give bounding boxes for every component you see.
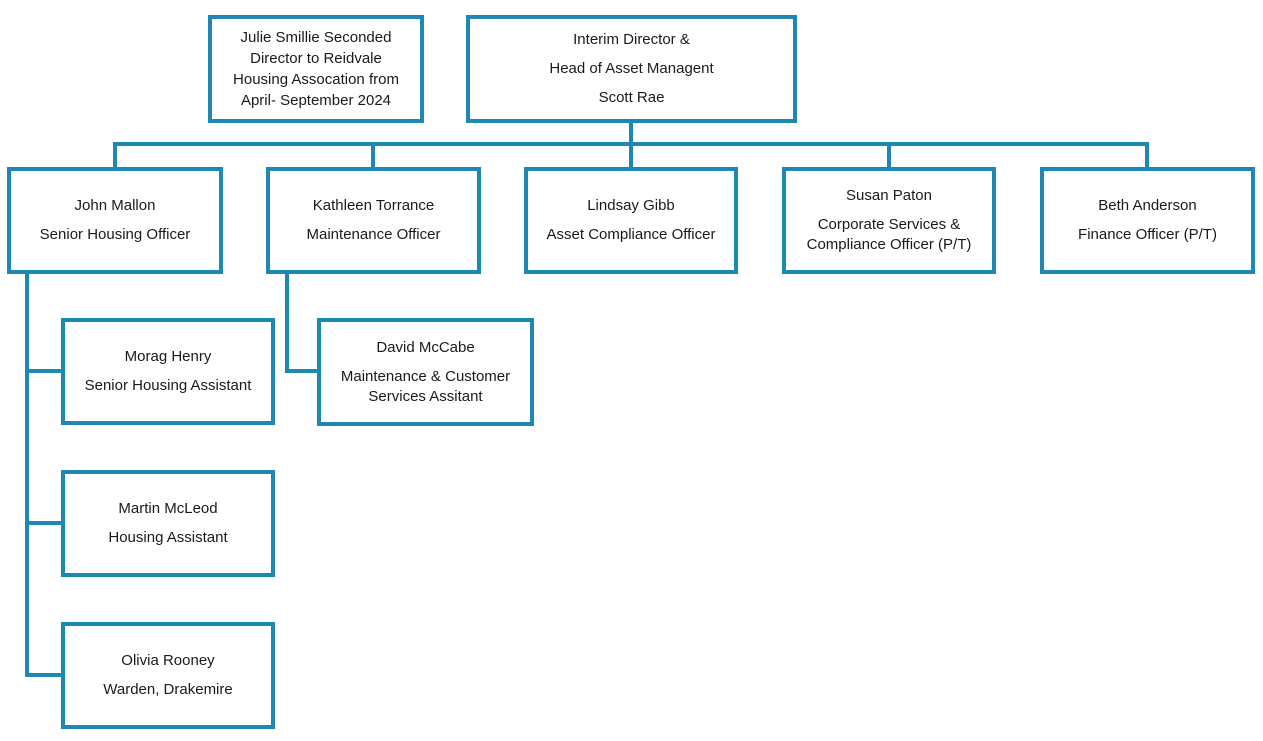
connector-distribution-bar [113,142,1149,146]
person-name: Olivia Rooney [121,652,215,669]
note-text: Julie Smillie Seconded Director to Reidv… [233,29,399,109]
role-line: Housing Assistant [108,529,228,546]
person-name: Lindsay Gibb [587,197,675,214]
role-line: Asset Compliance Officer [546,226,716,243]
org-box-john-mallon: John Mallon Senior Housing Officer [7,167,223,274]
role-line: Corporate Services & Compliance Officer … [806,216,972,253]
role-line: Finance Officer (P/T) [1078,226,1217,243]
person-name: David McCabe [376,338,475,356]
org-box-julie-smillie: Julie Smillie Seconded Director to Reidv… [208,15,424,123]
role-line: Maintenance & Customer Services Assitant [340,367,511,405]
connector-stub-olivia [29,673,61,677]
role-line: Maintenance Officer [306,226,441,243]
person-name: Beth Anderson [1098,197,1197,214]
connector-stub-david [289,369,317,373]
connector-drop-john [113,146,117,167]
person-name: Scott Rae [598,89,665,106]
org-box-martin-mcleod: Martin McLeod Housing Assistant [61,470,275,577]
org-box-david-mccabe: David McCabe Maintenance & Customer Serv… [317,318,534,426]
org-box-lindsay-gibb: Lindsay Gibb Asset Compliance Officer [524,167,738,274]
person-name: Martin McLeod [118,500,218,517]
connector-stub-martin [29,521,61,525]
org-box-scott-rae: Interim Director & Head of Asset Managen… [466,15,797,123]
connector-stub-morag [29,369,61,373]
person-name: Susan Paton [846,187,932,204]
role-line: Interim Director & [573,31,690,48]
role-line: Senior Housing Assistant [84,377,252,394]
connector-kathleen-trunk [285,274,289,373]
connector-drop-susan [887,146,891,167]
role-line: Warden, Drakemire [103,681,233,698]
connector-john-trunk [25,274,29,677]
connector-drop-beth [1145,146,1149,167]
person-name: Kathleen Torrance [312,197,435,214]
role-line: Senior Housing Officer [39,226,191,243]
person-name: Morag Henry [124,348,212,365]
role-line: Head of Asset Managent [549,60,714,77]
connector-drop-kathleen [371,146,375,167]
org-box-morag-henry: Morag Henry Senior Housing Assistant [61,318,275,425]
org-box-susan-paton: Susan Paton Corporate Services & Complia… [782,167,996,274]
org-box-kathleen-torrance: Kathleen Torrance Maintenance Officer [266,167,481,274]
org-box-olivia-rooney: Olivia Rooney Warden, Drakemire [61,622,275,729]
org-box-beth-anderson: Beth Anderson Finance Officer (P/T) [1040,167,1255,274]
person-name: John Mallon [74,197,156,214]
